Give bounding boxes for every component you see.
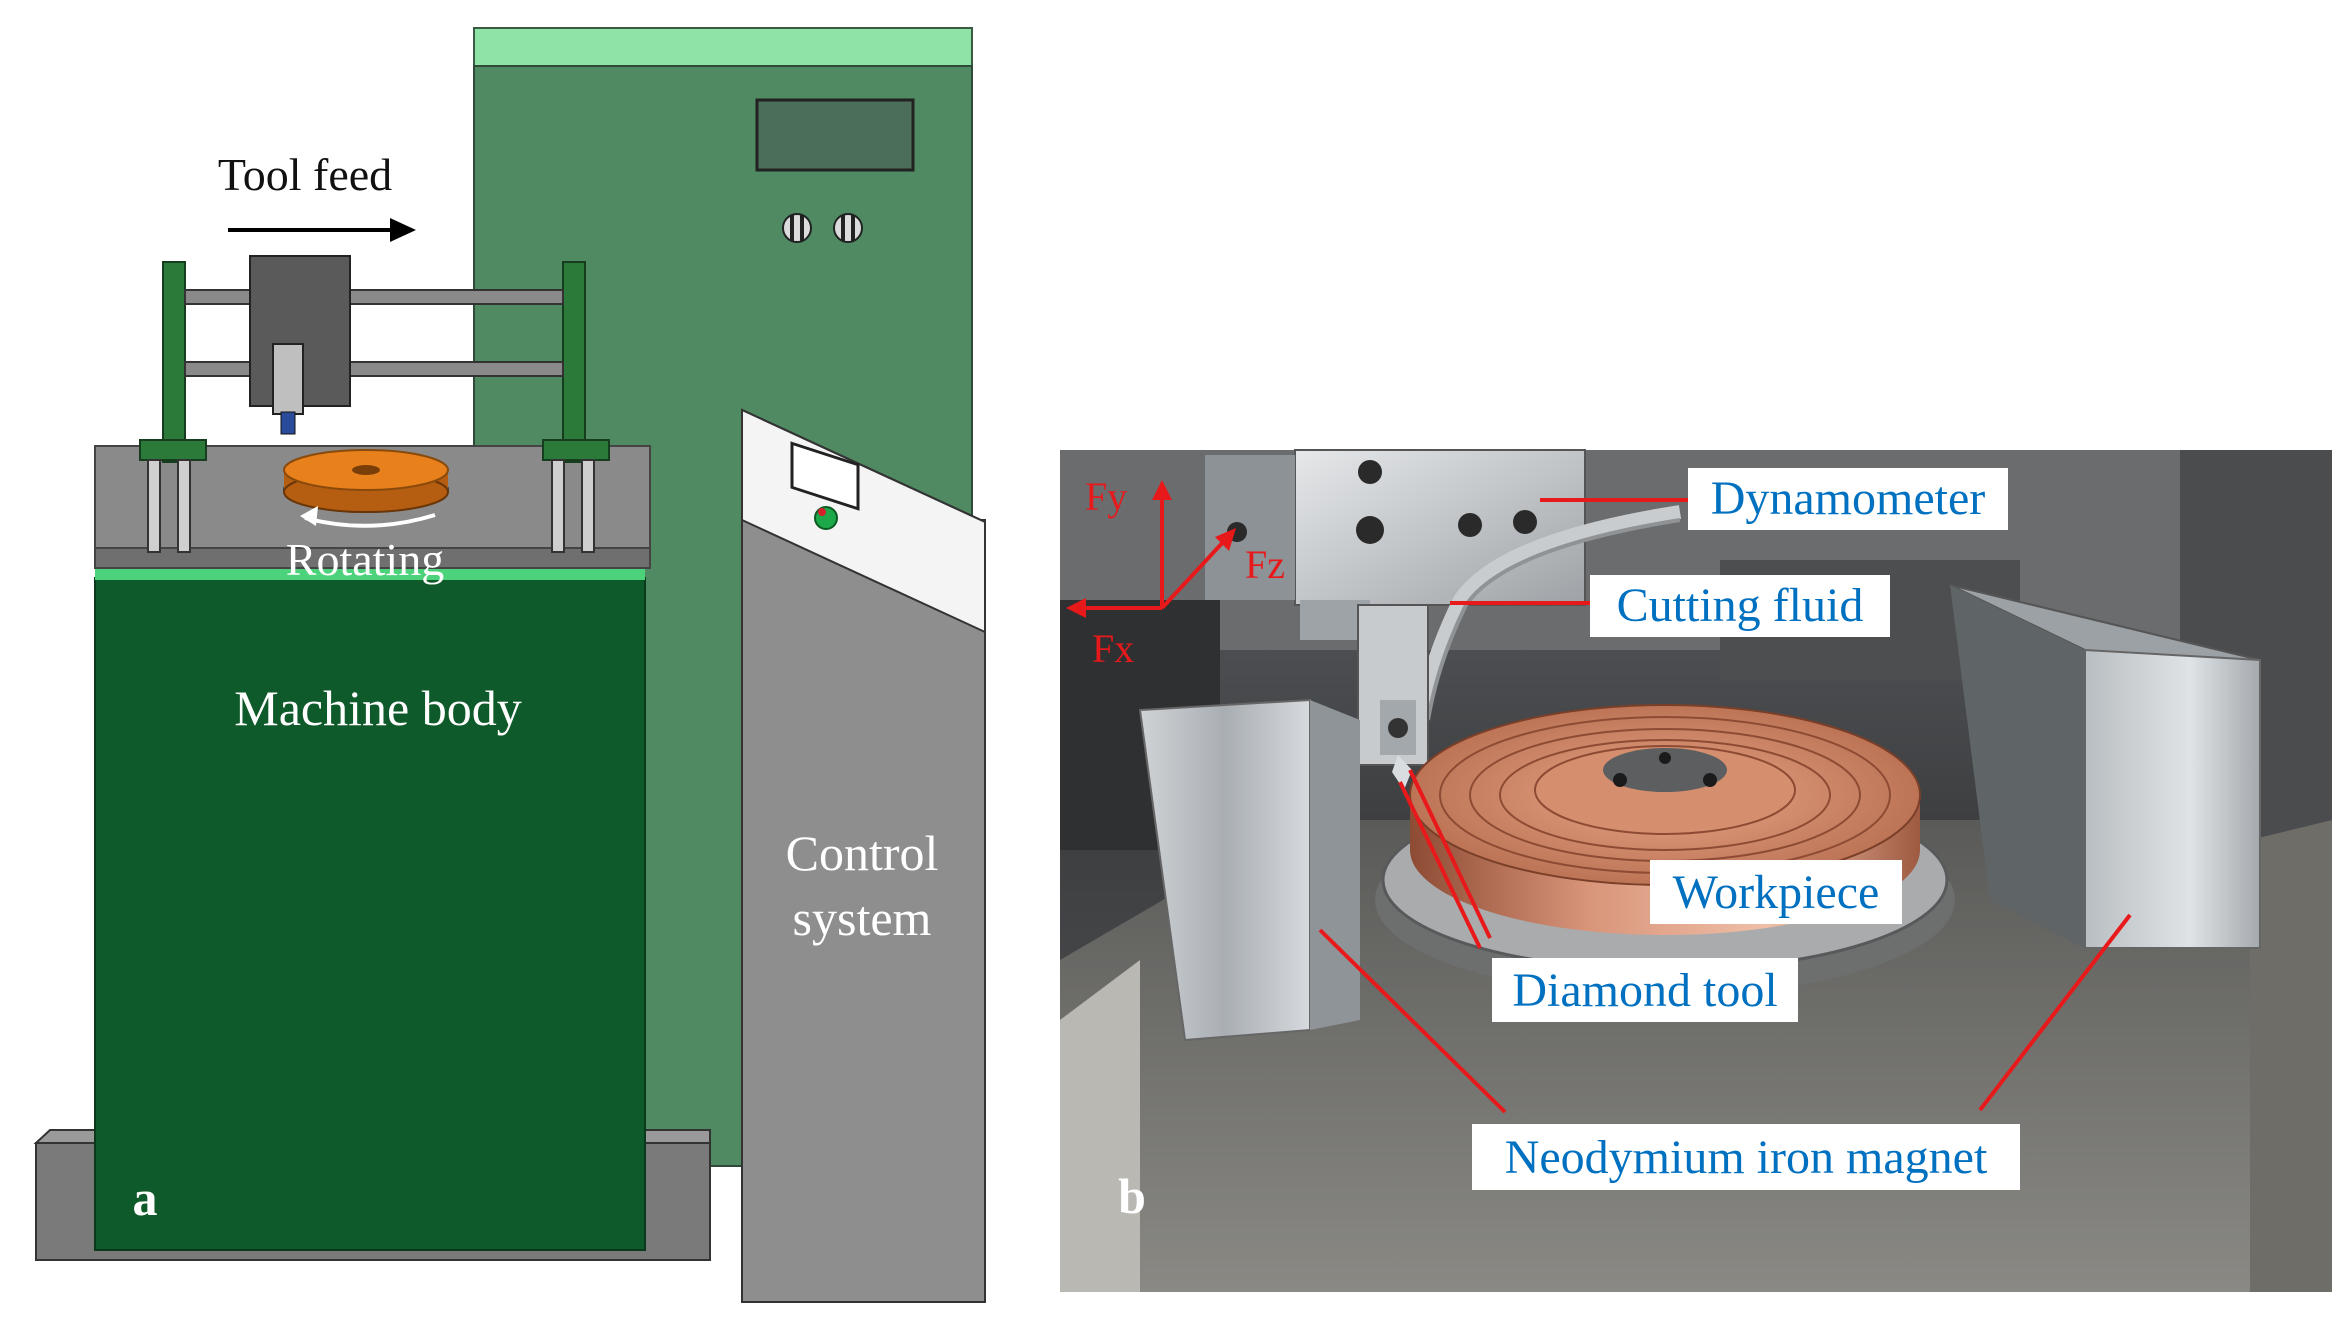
tool-feed-label: Tool feed	[218, 149, 392, 200]
svg-text:Workpiece: Workpiece	[1673, 866, 1880, 919]
tool-feed-arrow	[228, 218, 416, 242]
diamond-tool-post	[1357, 604, 1429, 790]
panel-b-letter: b	[1118, 1168, 1146, 1224]
cabinet-knob-right	[833, 213, 863, 243]
control-system-label-line1: Control	[786, 825, 939, 881]
tool-holder	[272, 343, 304, 415]
svg-text:Cutting fluid: Cutting fluid	[1617, 579, 1864, 632]
force-axes: Fy Fz Fx	[1066, 474, 1285, 671]
axis-label-fy: Fy	[1085, 474, 1127, 519]
control-system-label-line2: system	[793, 890, 932, 946]
cabinet-knob-left	[782, 213, 812, 243]
axis-label-fx: Fx	[1092, 626, 1134, 671]
rotating-workpiece-disc	[283, 449, 449, 513]
neodymium-magnet-right	[1949, 584, 2261, 949]
svg-text:Diamond tool: Diamond tool	[1512, 964, 1777, 1017]
cutting-fluid-pipe	[1413, 505, 1682, 722]
callout-dynamometer: Dynamometer	[1688, 468, 2008, 530]
svg-text:Neodymium iron magnet: Neodymium iron magnet	[1505, 1131, 1988, 1184]
callout-neodymium-magnet: Neodymium iron magnet	[1472, 1124, 2020, 1190]
callout-workpiece: Workpiece	[1650, 860, 1902, 924]
panel-a-schematic: Tool feed Rotating Machine body Control …	[33, 27, 986, 1303]
panel-b-photo: Fy Fz Fx Dynamometer Cutting fluid Workp…	[1060, 449, 2332, 1292]
machine-body-label: Machine body	[234, 680, 521, 736]
callout-cutting-fluid: Cutting fluid	[1590, 575, 1890, 637]
console-indicator-light	[814, 506, 838, 530]
copper-workpiece	[1375, 704, 1955, 996]
axis-label-fz: Fz	[1245, 542, 1285, 587]
console-panel-window	[790, 441, 860, 511]
tool-gantry	[139, 255, 610, 553]
machine-body	[94, 568, 646, 1251]
control-console	[741, 408, 986, 1303]
svg-text:Dynamometer: Dynamometer	[1711, 472, 1986, 525]
cabinet-display-screen	[755, 98, 915, 172]
callout-leaders	[1318, 498, 2132, 1114]
panel-a-letter: a	[133, 1170, 158, 1226]
dynamometer-assembly	[1205, 449, 1586, 640]
callout-diamond-tool: Diamond tool	[1492, 958, 1798, 1022]
rotating-arrow	[304, 513, 436, 528]
rotating-label: Rotating	[286, 534, 444, 585]
neodymium-magnet-left	[1138, 698, 1360, 1042]
